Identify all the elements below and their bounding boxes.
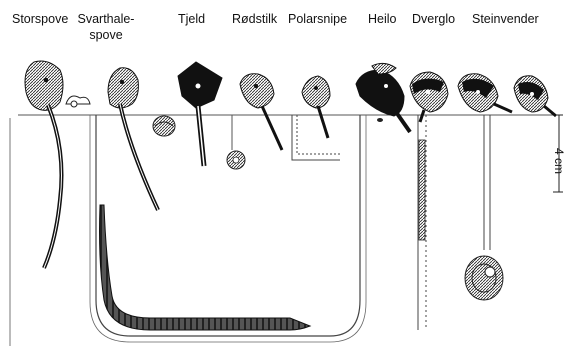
small-shell xyxy=(66,96,90,107)
storspove-bird xyxy=(25,61,63,268)
steinvender-shell xyxy=(465,115,503,300)
heilo-bird xyxy=(356,63,410,132)
dverglo-worm-tube xyxy=(418,115,426,330)
steinvender-bird-2 xyxy=(514,76,556,116)
scale-bar xyxy=(553,115,563,192)
rodstilk-bird xyxy=(240,74,282,150)
rodstilk-snail xyxy=(227,151,245,169)
lugworm xyxy=(100,205,311,330)
steinvender-bird-1 xyxy=(458,74,512,112)
tjeld-bird xyxy=(178,62,222,166)
tjeld-clam xyxy=(153,116,175,136)
svarthalespove-bird xyxy=(108,68,158,210)
polarsnipe-burrow xyxy=(292,115,340,160)
pebble xyxy=(377,118,383,122)
polarsnipe-bird xyxy=(302,76,330,138)
lugworm-burrow xyxy=(96,115,360,336)
